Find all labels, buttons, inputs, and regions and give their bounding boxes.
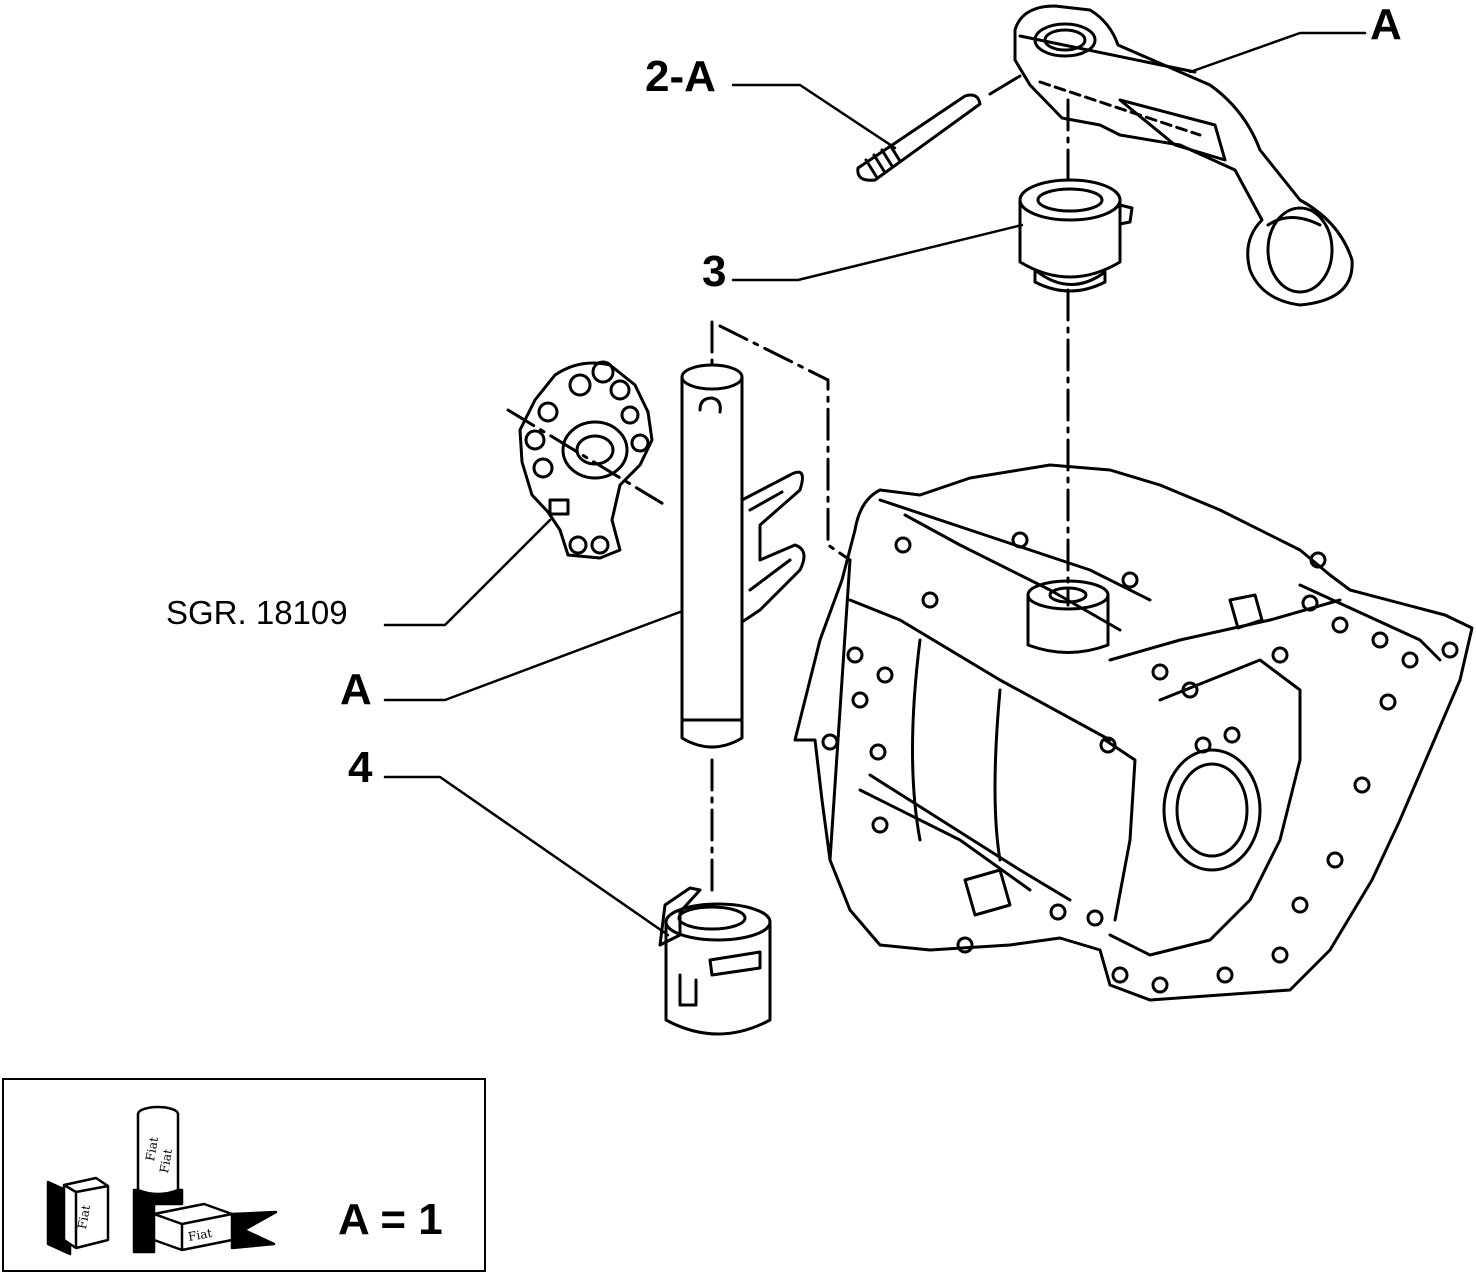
callout-a-mid: A xyxy=(340,665,372,714)
axis-lines xyxy=(506,98,1070,892)
leader-sgr xyxy=(383,518,552,627)
pin-part-2a xyxy=(856,74,1022,182)
kit-box xyxy=(152,1202,234,1252)
leader-2a xyxy=(731,83,897,150)
selector-rod-part-a xyxy=(680,363,806,749)
callout-part-4: 4 xyxy=(348,743,373,792)
callout-a-top: A xyxy=(1370,0,1402,49)
leader-lines xyxy=(383,31,1367,937)
gear-assembly-sgr-18109 xyxy=(518,360,654,560)
leader-a-mid xyxy=(383,610,682,702)
callout-part-2a: 2-A xyxy=(645,52,716,101)
kit-shadow xyxy=(132,1188,184,1254)
gearbox-housing xyxy=(793,463,1474,1002)
bush-part-3 xyxy=(1018,178,1134,293)
kit-shadow xyxy=(230,1210,278,1250)
leader-4 xyxy=(383,775,670,937)
callout-part-3: 3 xyxy=(702,247,727,296)
leader-3 xyxy=(731,223,1024,282)
lever-part-a xyxy=(1013,4,1354,307)
legend-quantity-text: A = 1 xyxy=(338,1195,443,1244)
kit-graphic xyxy=(46,1105,278,1256)
legend-box: Fiat Fiat Fiat Fiat A = 1 xyxy=(2,1078,486,1272)
leader-a-top xyxy=(1188,31,1367,74)
callout-ref-group: SGR. 18109 xyxy=(166,594,348,631)
kit-can-body xyxy=(136,1114,180,1196)
bush-part-4 xyxy=(658,886,772,1036)
